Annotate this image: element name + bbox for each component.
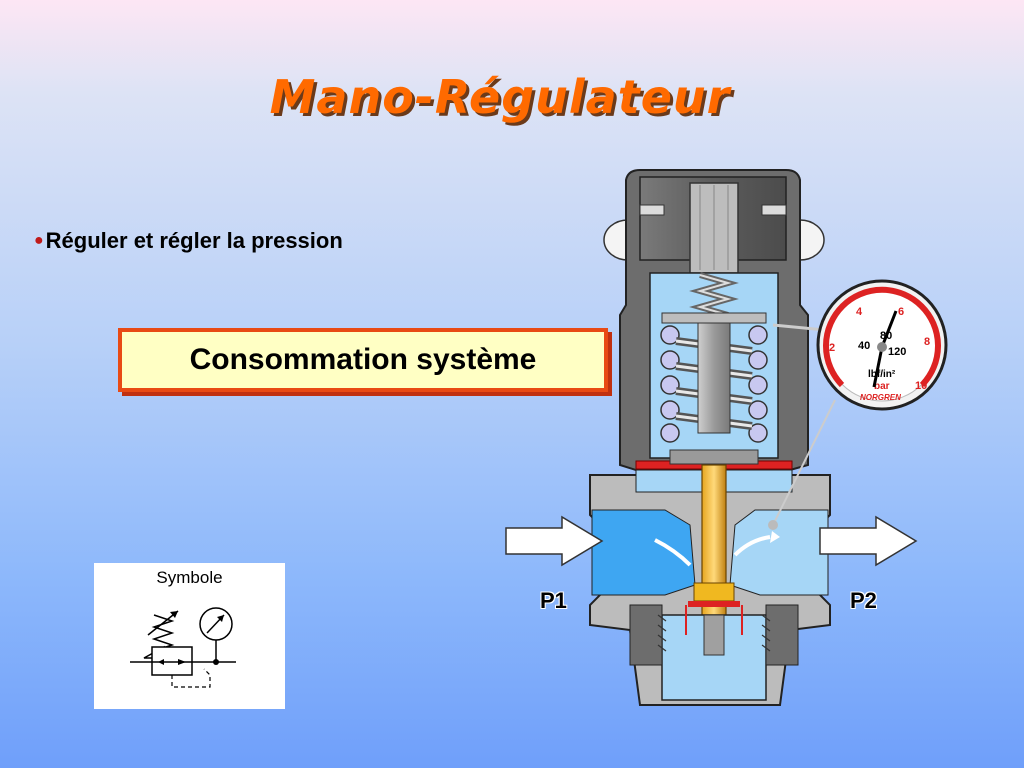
- inlet-arrow: [505, 515, 604, 567]
- gauge-brand: NORGREN: [860, 393, 901, 402]
- outlet-chamber: [729, 509, 829, 596]
- inlet-chamber: [591, 509, 696, 596]
- port-label-outlet: P2: [850, 588, 877, 613]
- valve-seat: [693, 582, 735, 602]
- gauge-units-psi: lbf/in²: [868, 369, 896, 380]
- gauge-units-bar: bar: [874, 381, 890, 392]
- main-spring: [660, 325, 768, 443]
- gauge-tick-psi-120: 120: [888, 346, 907, 358]
- symbol-panel: Symbole: [94, 563, 285, 709]
- gauge-tick-bar-4: 4: [856, 306, 863, 318]
- gauge-tick-bar-10: 10: [915, 380, 928, 392]
- regulator-symbol: [130, 607, 236, 688]
- gauge-tick-psi-40: 40: [858, 340, 871, 352]
- gauge-tick-bar-8: 8: [924, 336, 931, 348]
- callout-text: Consommation système: [189, 343, 537, 376]
- spring-symbol: [151, 614, 175, 652]
- bullet-marker: ●: [34, 232, 44, 249]
- gauge-needle: [872, 310, 898, 388]
- gauge-tick-bar-2: 2: [829, 342, 836, 354]
- piston-guide: [697, 322, 731, 434]
- bullet-point: ●Réguler et régler la pression: [34, 228, 343, 254]
- slide-title: Mano-Régulateur: [269, 70, 731, 124]
- outlet-arrow: [819, 515, 918, 567]
- callout-box: Consommation système: [118, 328, 608, 392]
- flow-curve-in: [654, 538, 692, 567]
- port-label-inlet: P1: [540, 588, 567, 613]
- gauge-face: 2 4 6 8 10 40 80 120 lbf/in² bar NORGREN: [818, 283, 946, 411]
- symbol-label: Symbole: [156, 568, 223, 587]
- adjust-thread: [689, 272, 739, 318]
- regulator-cutaway: [505, 169, 948, 706]
- flow-curve-out: [733, 535, 771, 557]
- valve-square: [151, 646, 193, 676]
- gauge-tick-bar-6: 6: [898, 306, 905, 318]
- bullet-text: Réguler et régler la pression: [45, 228, 343, 253]
